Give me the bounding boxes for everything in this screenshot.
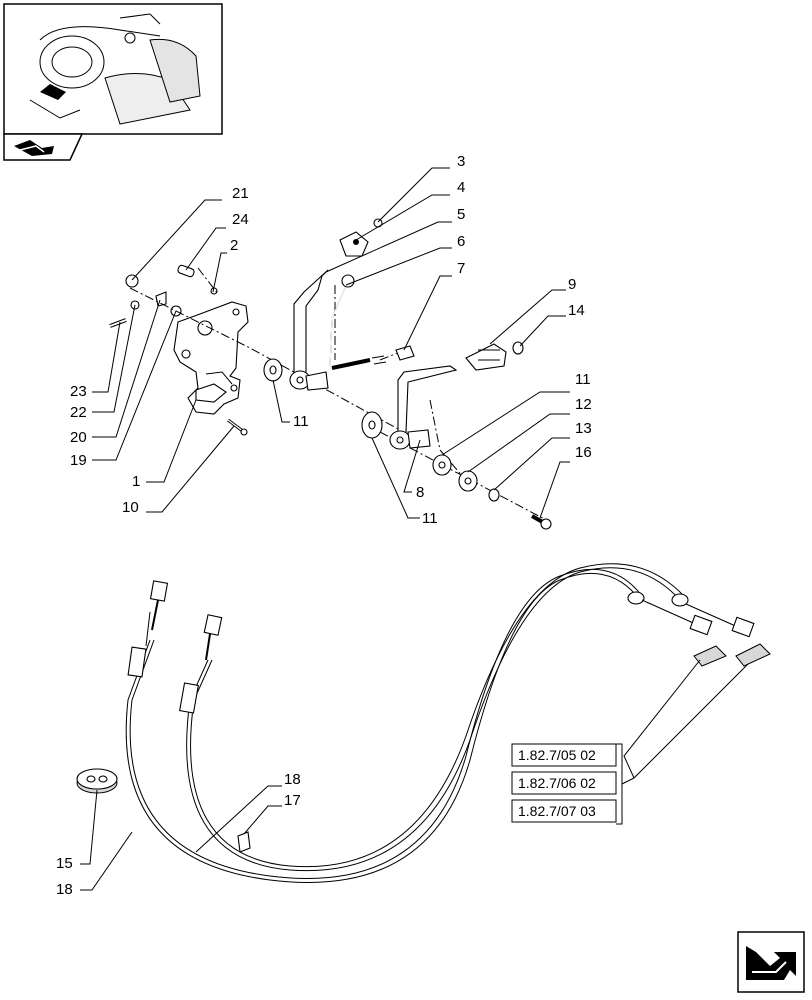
lever-5 [289,269,329,391]
callout-22: 22 [70,404,87,421]
bolt-24 [177,264,195,278]
cable-clips [693,643,771,667]
callout-14: 14 [568,302,585,319]
callout-12: 12 [575,396,592,413]
callout-16: 16 [575,444,592,461]
grommet-15 [76,768,118,794]
callout-20: 20 [70,429,87,446]
bolt-16 [531,514,552,530]
cable-end-right-b [671,593,755,638]
reference-boxes: 1.82.7/05 02 1.82.7/06 02 1.82.7/07 03 [511,743,635,825]
cable-end-left-b [179,614,223,714]
callout-9: 9 [568,276,576,293]
clip-17 [237,831,251,853]
callout-11-bottom: 11 [422,510,438,527]
callout-23: 23 [70,383,87,400]
knob-4 [339,231,369,257]
callout-4: 4 [457,179,465,196]
rod-6 [329,274,387,370]
knob-9 [465,343,507,371]
callout-18-lower: 18 [56,881,73,898]
screw-23 [109,318,127,328]
callout-6: 6 [457,233,465,250]
location-thumbnail[interactable] [3,3,223,161]
reference-link-1[interactable]: 1.82.7/05 02 [511,743,617,767]
callout-2: 2 [230,237,238,254]
callout-11-left: 11 [293,413,309,430]
callout-5: 5 [457,206,465,223]
callout-1: 1 [132,473,140,490]
cable-end-right-a [627,591,713,636]
callout-8: 8 [416,484,424,501]
next-page-arrow-icon[interactable] [737,931,805,993]
tractor-cab-location-icon [29,13,201,125]
callout-18-upper: 18 [284,771,301,788]
small-bolt-10 [227,418,248,436]
callout-15: 15 [56,855,73,872]
control-cables [125,563,685,883]
callout-17: 17 [284,792,301,809]
reference-text-2: 1.82.7/06 02 [518,775,596,791]
leader-lines [80,167,749,891]
callout-10: 10 [122,499,139,516]
lever-8 [389,365,458,450]
callout-labels: 21 24 2 3 4 5 6 7 9 14 23 22 20 19 1 10 … [56,153,592,898]
reference-link-2[interactable]: 1.82.7/06 02 [511,771,617,795]
lever-support-bracket [173,301,249,415]
callout-24: 24 [232,211,249,228]
reference-text-1: 1.82.7/05 02 [518,747,596,763]
cap-21 [125,274,139,288]
callout-3: 3 [457,153,465,170]
callout-13: 13 [575,420,592,437]
callout-21: 21 [232,185,249,202]
callout-19: 19 [70,452,87,469]
callout-11-right: 11 [575,371,591,388]
reference-link-3[interactable]: 1.82.7/07 03 [511,799,617,823]
washer-13 [488,488,500,502]
section-arrow-icon [14,140,54,156]
callout-7: 7 [457,260,465,277]
cable-end-left-a [127,580,169,678]
reference-text-3: 1.82.7/07 03 [518,803,596,819]
clip-20 [155,291,167,307]
